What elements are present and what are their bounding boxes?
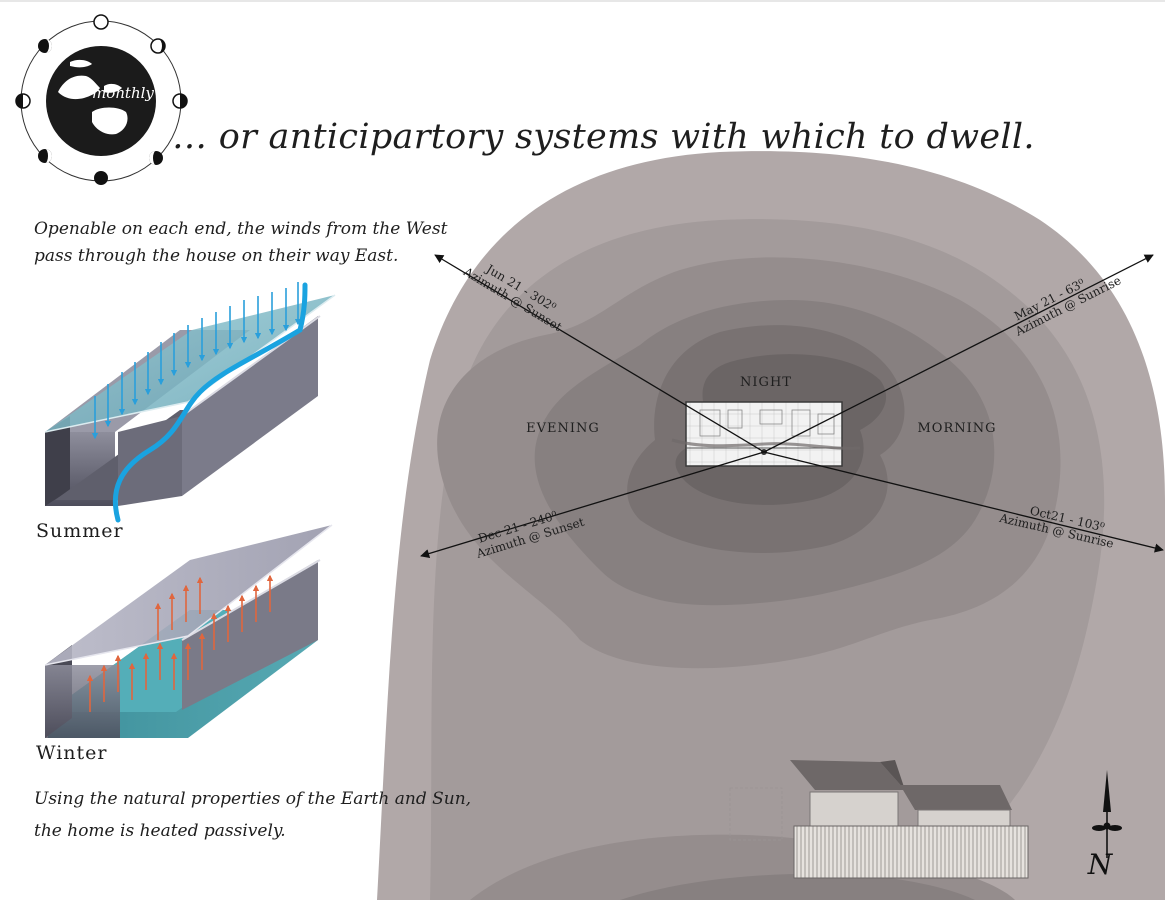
contour-bottom-2 (620, 873, 975, 900)
zone-morning: MORNING (917, 421, 996, 436)
winter-label: Winter (36, 742, 107, 764)
azimuth-line-jun (434, 254, 765, 453)
moon-crescent-icon (38, 149, 52, 163)
perspective-house (729, 760, 1029, 879)
moon-waning-icon (38, 39, 52, 53)
globe-icon (46, 46, 156, 156)
summer-label: Summer (36, 520, 124, 542)
azimuth-line-dec (420, 451, 765, 558)
summer-diagram (44, 282, 336, 523)
moon-first-quarter-icon (172, 93, 188, 109)
wind-caption-line-1: Openable on each end, the winds from the… (34, 219, 448, 239)
badge-label: monthly (92, 84, 154, 102)
north-arrow: N (1087, 770, 1122, 881)
azimuth-line-may (763, 254, 1154, 453)
zone-evening: EVENING (526, 421, 600, 436)
winter-diagram (44, 524, 333, 738)
sun-caption-line-2: the home is heated passively. (34, 821, 286, 841)
moon-gibbous-icon (149, 151, 163, 165)
moon-last-quarter-icon (15, 93, 31, 109)
house-plan (671, 401, 861, 467)
moon-waxing-icon (150, 38, 166, 54)
azimuth-line-oct (763, 451, 1164, 553)
wind-caption-line-2: pass through the house on their way East… (34, 246, 399, 266)
sun-caption-line-1: Using the natural properties of the Eart… (34, 789, 472, 809)
north-label: N (1087, 848, 1114, 881)
zone-night: NIGHT (740, 375, 792, 390)
monthly-badge: monthly (15, 14, 188, 185)
moon-full-icon (93, 14, 109, 30)
moon-new-icon (94, 171, 108, 185)
azimuth-lines (420, 254, 1164, 558)
page-title: … or anticipartory systems with which to… (172, 117, 1035, 157)
